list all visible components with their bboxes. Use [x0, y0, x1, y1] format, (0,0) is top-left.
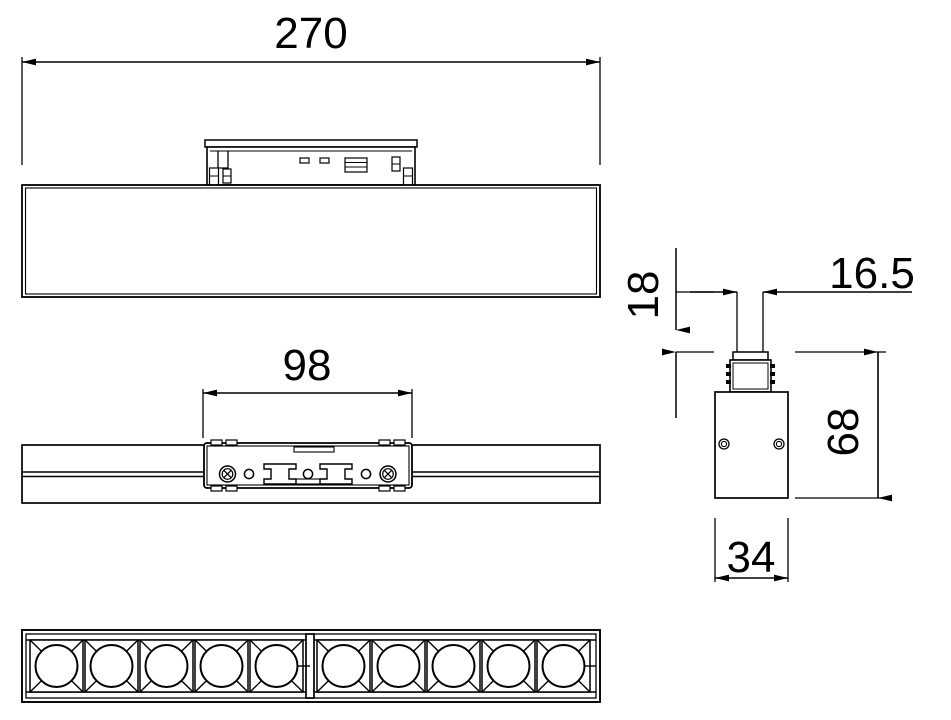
- top-plan-view: 98: [21, 341, 601, 504]
- louvre-cell: [194, 639, 249, 693]
- dimension-label-connector-length: 98: [283, 341, 332, 390]
- connector-top-tabs: [210, 439, 406, 446]
- dimension-label-adapter-width: 16.5: [829, 249, 915, 298]
- side-mounting-holes: [718, 438, 785, 450]
- screw-left-icon: [218, 465, 237, 483]
- dimension-34-group: [714, 518, 789, 582]
- side-elevation-view: 18 16.5: [619, 248, 915, 582]
- connector-upper-strip: [293, 446, 335, 453]
- connector-pin-holes: [243, 468, 372, 480]
- dimension-label-adapter-height: 18: [619, 271, 668, 320]
- louvre-cell: [249, 639, 310, 693]
- louvre-cell: [139, 639, 194, 693]
- connector-bottom-tabs: [210, 485, 406, 492]
- louvre-cell: [481, 639, 536, 693]
- track-adapter-module-side: [726, 351, 775, 393]
- dimension-68-group: [795, 348, 892, 502]
- dimension-16-5-group: [690, 288, 912, 358]
- screw-right-icon: [379, 465, 397, 483]
- track-adapter-module-front: [204, 139, 418, 186]
- dimension-label-overall-length: 270: [274, 9, 347, 58]
- louvre-cell: [84, 639, 139, 693]
- dimension-label-body-height: 68: [819, 408, 868, 457]
- louvre-cell: [316, 639, 371, 693]
- dimension-label-body-depth: 34: [727, 533, 776, 582]
- louvre-cell: [371, 639, 426, 693]
- louvre-cell-group-2: [316, 639, 596, 693]
- louvre-cell-group-1: [29, 639, 310, 693]
- front-elevation-view: 270: [21, 9, 601, 298]
- dimension-extension-lines-98: [202, 389, 413, 438]
- contact-plate-right: [319, 463, 353, 485]
- louvre-cell: [536, 639, 596, 693]
- track-connector-assembly: [203, 439, 413, 492]
- bottom-plan-view: [21, 629, 601, 703]
- contact-plate-left: [263, 463, 297, 485]
- louvre-cell: [29, 639, 84, 693]
- luminaire-body-side: [714, 391, 789, 499]
- dimension-extension-lines-270: [21, 57, 601, 165]
- luminaire-body-front: [21, 184, 601, 298]
- louvre-cell: [426, 639, 481, 693]
- adapter-latch-teeth: [726, 364, 775, 384]
